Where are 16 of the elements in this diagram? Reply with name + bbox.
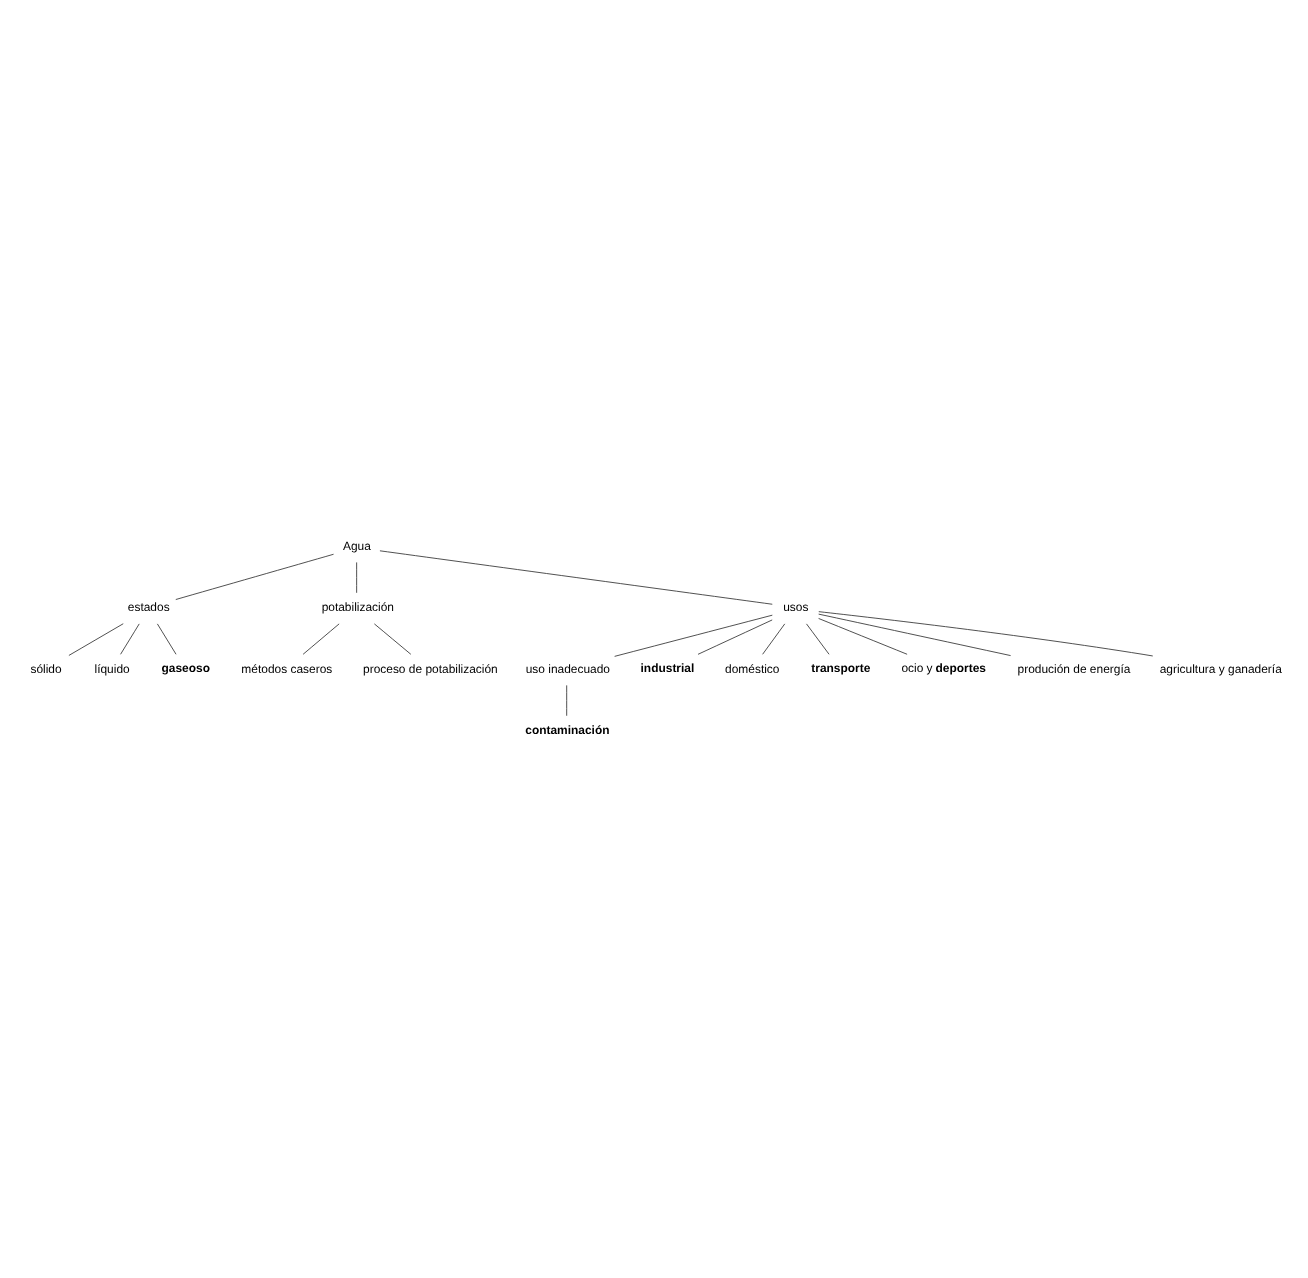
connector	[120, 623, 140, 655]
connector	[818, 618, 908, 655]
connector	[302, 623, 340, 655]
connector	[818, 613, 1012, 656]
connector	[175, 553, 334, 600]
connector	[806, 623, 830, 655]
connector	[156, 623, 177, 655]
connector	[566, 684, 568, 717]
connector	[697, 619, 773, 655]
connector	[356, 562, 358, 594]
connector	[379, 550, 773, 605]
connector	[373, 623, 412, 655]
connector	[818, 611, 1154, 657]
connector	[614, 614, 773, 657]
connector	[68, 623, 124, 656]
connector	[762, 623, 786, 655]
